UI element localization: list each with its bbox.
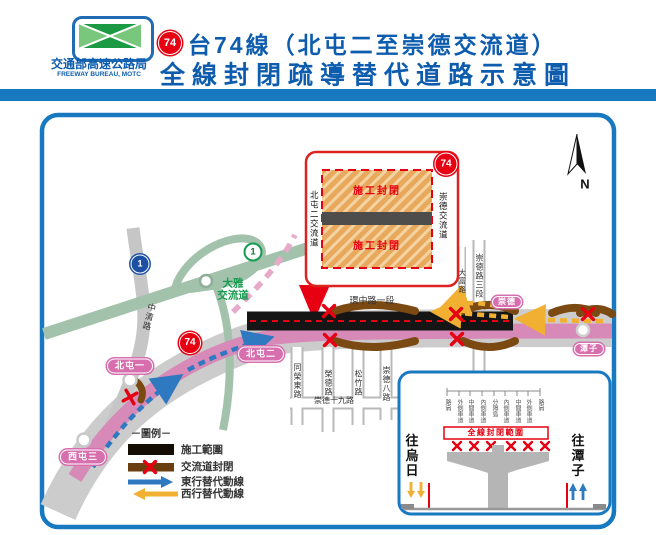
inset-closure-label: 全線封閉範圍	[467, 428, 525, 437]
logo-bowtie-icon	[77, 21, 143, 51]
legend-label-westbound: 西行替代動線	[181, 487, 244, 500]
lane-label-4: 分隔島	[491, 399, 497, 417]
closed-ramp-dashed	[231, 233, 298, 314]
org-name-en: FREEWAY BUREAU, MOTC	[57, 70, 141, 78]
provincial-1-shield: 1	[243, 242, 263, 262]
viaduct-cross-section	[447, 452, 549, 508]
bubble-chongde: 崇德	[492, 296, 522, 308]
road-label-dafu: 大富路	[457, 268, 467, 294]
inset-westbound-arrows	[407, 482, 425, 498]
inset-left-direction: 往烏日	[403, 433, 419, 479]
freeway-1-shield: 1	[130, 254, 150, 274]
lane-label-8: 路肩	[537, 399, 543, 411]
org-name: 交通部高速公路局	[50, 57, 148, 71]
bubble-xitun3: 西屯三	[59, 449, 107, 465]
lane-label-1: 外側車道	[456, 399, 462, 423]
road-label-rongde: 榮德路	[324, 369, 333, 397]
road-label-chongde19: 崇德十九路	[314, 396, 354, 405]
bubble-tanzi: 潭子	[574, 343, 604, 355]
road-label-chongde8: 崇德八路	[382, 366, 391, 402]
legend-swatches	[128, 444, 178, 500]
construction-callout	[304, 150, 460, 288]
legend-label-eastbound: 東行替代動線	[181, 475, 244, 488]
route-74-shield-callout: 74	[434, 152, 458, 176]
bubble-beitun2: 北屯二	[237, 346, 285, 362]
callout-pointer	[299, 285, 330, 321]
lane-label-6: 中間車道	[514, 399, 520, 423]
lane-label-5: 內側車道	[502, 399, 508, 423]
lane-label-0: 路肩	[444, 399, 450, 411]
lane-label-7: 外側車道	[525, 399, 531, 423]
closure-range-box	[443, 426, 549, 440]
callout-closure-top: 施工封閉	[353, 186, 401, 197]
road-label-huanzhong: 環中路一段	[349, 295, 395, 306]
legend-label-construction: 施工範圍	[181, 443, 223, 456]
page-title: 74 台74線（北屯二至崇德交流道）	[158, 26, 558, 60]
lane-label-2: 中間車道	[467, 399, 473, 423]
compass-n-label: N	[580, 176, 590, 192]
road-route74	[68, 323, 613, 482]
callout-left-label: 北屯二交流道	[309, 190, 320, 248]
callout-closure-bottom: 施工封閉	[353, 241, 401, 252]
callout-right-label: 崇德交流道	[438, 192, 449, 240]
bubble-beitun1: 北屯一	[106, 358, 154, 374]
lane-bracket	[446, 388, 541, 396]
inset-eastbound-arrows	[569, 483, 587, 500]
tanzi-marker	[575, 322, 591, 338]
road-label-chongde3: 崇德路三段	[475, 253, 484, 299]
header-divider	[0, 89, 656, 101]
freeway-bureau-logo	[72, 16, 154, 62]
viaduct-notch	[492, 445, 504, 453]
title-line2: 全線封閉疏導替代道路示意圖	[160, 61, 577, 90]
daya-junction-marker	[198, 273, 214, 289]
lane-label-3: 內側車道	[479, 399, 485, 423]
route-74-shield-header: 74	[158, 31, 182, 55]
inset-right-direction: 往潭子	[569, 433, 585, 479]
legend-label-ic-closed: 交流道封閉	[181, 460, 234, 473]
daya-ic-label: 大雅 交流道	[217, 277, 249, 301]
beitun1-marker	[122, 372, 138, 388]
legend-title: －圖例－	[131, 429, 171, 440]
closure-inset	[397, 370, 612, 516]
compass-icon	[567, 133, 586, 176]
road-label-tongrong: 同榮東路	[293, 363, 302, 399]
side-streets	[290, 240, 486, 432]
xitun3-marker	[76, 432, 92, 448]
route-74-shield-map: 74	[179, 332, 201, 354]
title-line1: 台74線（北屯二至崇德交流道）	[188, 32, 558, 58]
road-label-songzhu: 松竹路	[354, 369, 363, 397]
